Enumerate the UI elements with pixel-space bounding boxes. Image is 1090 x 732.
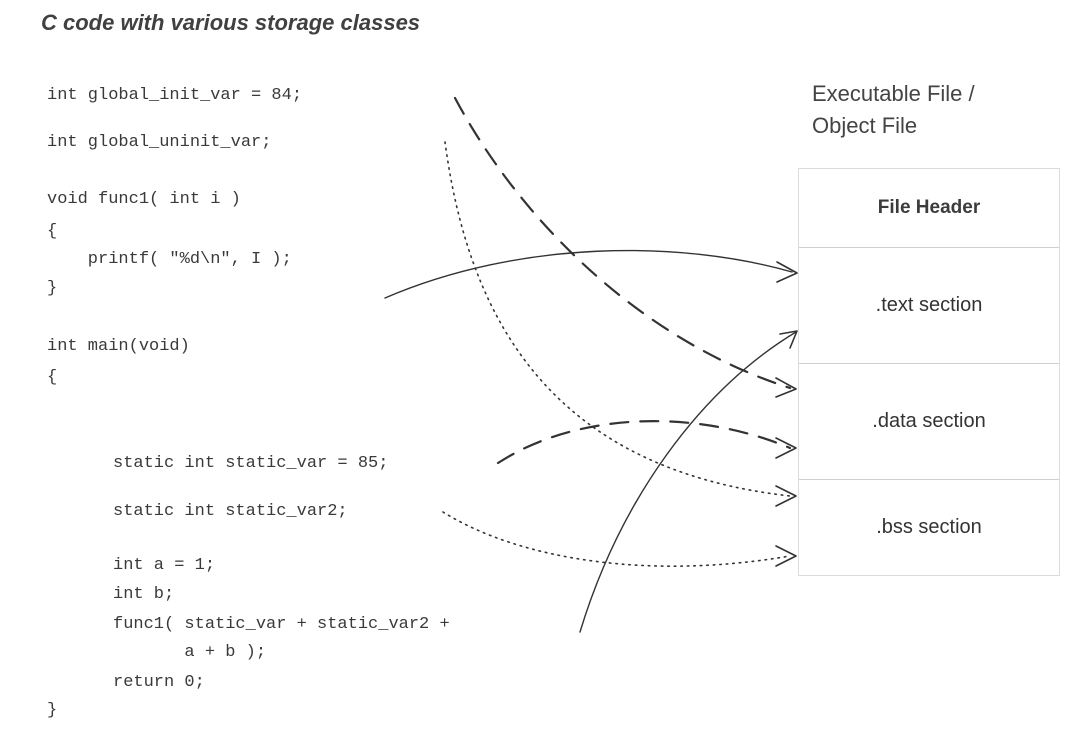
code-line-int-b: int b;	[113, 585, 175, 604]
diagram-title: C code with various storage classes	[41, 10, 421, 35]
arrowhead-static-var2-to-bss	[775, 545, 797, 567]
code-line-global-init: int global_init_var = 84;	[47, 86, 303, 105]
arrow-global-init-to-data	[453, 96, 792, 390]
arrow-func1-to-text	[384, 249, 793, 299]
code-line-main-signature: int main(void)	[47, 337, 190, 356]
code-line-int-a: int a = 1;	[113, 556, 216, 575]
file-title-line2: Object File	[812, 113, 918, 138]
code-line-printf: printf( "%d\n", I );	[47, 250, 292, 269]
section-data: .data section	[799, 363, 1059, 479]
arrow-global-uninit-to-bss	[444, 141, 791, 497]
section-file-header: File Header	[877, 197, 981, 218]
code-line-func1-open-brace: {	[47, 222, 58, 241]
code-line-func1-close-brace: }	[47, 279, 58, 298]
arrowhead-global-uninit-to-bss	[775, 485, 797, 507]
code-line-static-var: static int static_var = 85;	[113, 454, 389, 473]
code-line-func1-signature: void func1( int i )	[47, 190, 241, 209]
arrowhead-global-init-to-data	[775, 377, 797, 398]
file-title-line1: Executable File /	[812, 81, 975, 106]
arrowhead-main-to-text	[779, 330, 798, 349]
section-bss: .bss section	[799, 479, 1059, 575]
arrow-static-var-to-data	[496, 420, 792, 465]
code-line-main-close-brace: }	[47, 701, 58, 720]
arrow-main-to-text	[579, 331, 797, 633]
code-line-func1-call-cont: a + b );	[113, 643, 267, 662]
code-line-global-uninit: int global_uninit_var;	[47, 133, 272, 152]
section-text: .text section	[799, 247, 1059, 363]
arrowhead-func1-to-text	[776, 261, 798, 283]
code-line-return: return 0;	[113, 673, 205, 692]
file-title: Executable File / Object File	[812, 78, 1062, 142]
code-line-main-open-brace: {	[47, 368, 58, 387]
code-line-static-var2: static int static_var2;	[113, 502, 348, 521]
arrowhead-static-var-to-data	[775, 437, 797, 459]
code-line-func1-call: func1( static_var + static_var2 +	[113, 615, 450, 634]
arrow-static-var2-to-bss	[442, 511, 791, 567]
executable-file-box: File Header .text section .data section …	[798, 168, 1060, 576]
